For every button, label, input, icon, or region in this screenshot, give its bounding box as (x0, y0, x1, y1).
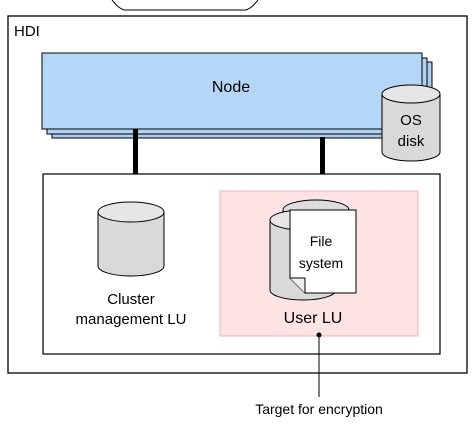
user-lu-label: User LU (284, 310, 343, 327)
cropped-header-fragment (111, 0, 259, 11)
file-system-label-line1: File (310, 233, 333, 249)
connector-right (320, 137, 325, 174)
os-disk-label-line1: OS (400, 112, 422, 129)
file-system-document-icon (289, 209, 357, 294)
file-system-label-line2: system (299, 255, 343, 271)
os-disk-cylinder (381, 84, 441, 162)
os-disk-label-line2: disk (398, 133, 425, 150)
callout-label: Target for encryption (255, 401, 383, 417)
cluster-lu-label-line1: Cluster (107, 291, 155, 308)
node-box (41, 52, 423, 130)
cluster-management-lu-cylinder (97, 201, 165, 277)
connector-left (133, 129, 138, 174)
node-label: Node (212, 79, 250, 96)
hdi-label: HDI (14, 23, 40, 40)
cluster-lu-label-line2: management LU (76, 311, 187, 328)
